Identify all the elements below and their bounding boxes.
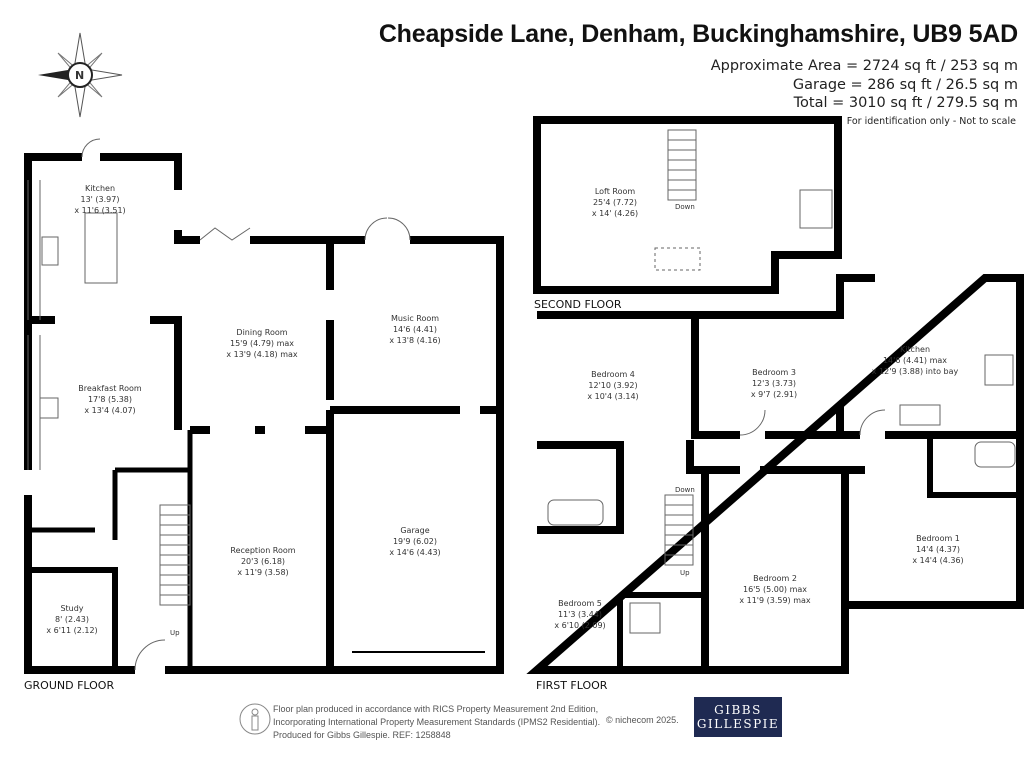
skylight bbox=[654, 247, 701, 271]
stairs-up-label: Up bbox=[170, 629, 180, 637]
sink-icon-2 bbox=[899, 404, 941, 426]
front-door bbox=[134, 639, 166, 671]
first-floor-label: FIRST FLOOR bbox=[536, 679, 608, 692]
ground-floor-label: GROUND FLOOR bbox=[24, 679, 115, 692]
loft-staircase bbox=[667, 129, 697, 201]
first-floor-stairs-down-label: Down bbox=[675, 486, 695, 494]
footer-line-1: Floor plan produced in accordance with R… bbox=[273, 704, 599, 714]
second-floor-walls bbox=[533, 116, 842, 294]
scale-note: For identification only - Not to scale bbox=[846, 116, 1016, 127]
approximate-area: Approximate Area = 2724 sq ft / 253 sq m bbox=[710, 58, 1018, 74]
gibbs-gillespie-logo: GIBBS GILLESPIE bbox=[694, 697, 782, 737]
shower-icon-2 bbox=[629, 602, 661, 634]
compass-north-label: N bbox=[75, 69, 85, 82]
hob-icon bbox=[39, 397, 59, 419]
copyright: © nichecom 2025. bbox=[606, 715, 679, 725]
hob-icon-2 bbox=[984, 354, 1014, 386]
first-floor-staircase bbox=[664, 494, 694, 566]
shower-icon bbox=[799, 189, 833, 229]
property-address-title: Cheapside Lane, Denham, Buckinghamshire,… bbox=[378, 20, 1018, 48]
total-area: Total = 3010 sq ft / 279.5 sq m bbox=[793, 95, 1018, 111]
bath-icon-2 bbox=[974, 441, 1016, 468]
bath-icon bbox=[547, 499, 604, 526]
kitchen-back-door bbox=[81, 138, 101, 158]
first-floor-walls bbox=[526, 274, 1024, 674]
ground-floor-walls bbox=[24, 153, 504, 674]
second-floor-label: SECOND FLOOR bbox=[534, 298, 622, 311]
person-scale-icon bbox=[239, 703, 271, 735]
bifold-door bbox=[199, 227, 251, 241]
kitchen-island bbox=[84, 212, 118, 284]
loft-stairs-down-label: Down bbox=[675, 203, 695, 211]
first-floor-stairs-up-label: Up bbox=[680, 569, 690, 577]
area-summary: Approximate Area = 2724 sq ft / 253 sq m… bbox=[711, 57, 1018, 113]
garage-area: Garage = 286 sq ft / 26.5 sq m bbox=[792, 76, 1018, 93]
french-doors bbox=[364, 217, 411, 241]
second-floor-fixtures bbox=[654, 129, 833, 271]
footer-line-2: Incorporating International Property Mea… bbox=[273, 717, 601, 727]
footer-line-3: Produced for Gibbs Gillespie. REF: 12588… bbox=[273, 730, 451, 740]
sink-icon bbox=[41, 236, 59, 266]
first-floor-fixtures bbox=[547, 354, 1016, 634]
ground-floor-fixtures bbox=[27, 138, 485, 671]
compass-icon bbox=[38, 32, 123, 118]
footer-disclaimer: Floor plan produced in accordance with R… bbox=[273, 703, 600, 742]
